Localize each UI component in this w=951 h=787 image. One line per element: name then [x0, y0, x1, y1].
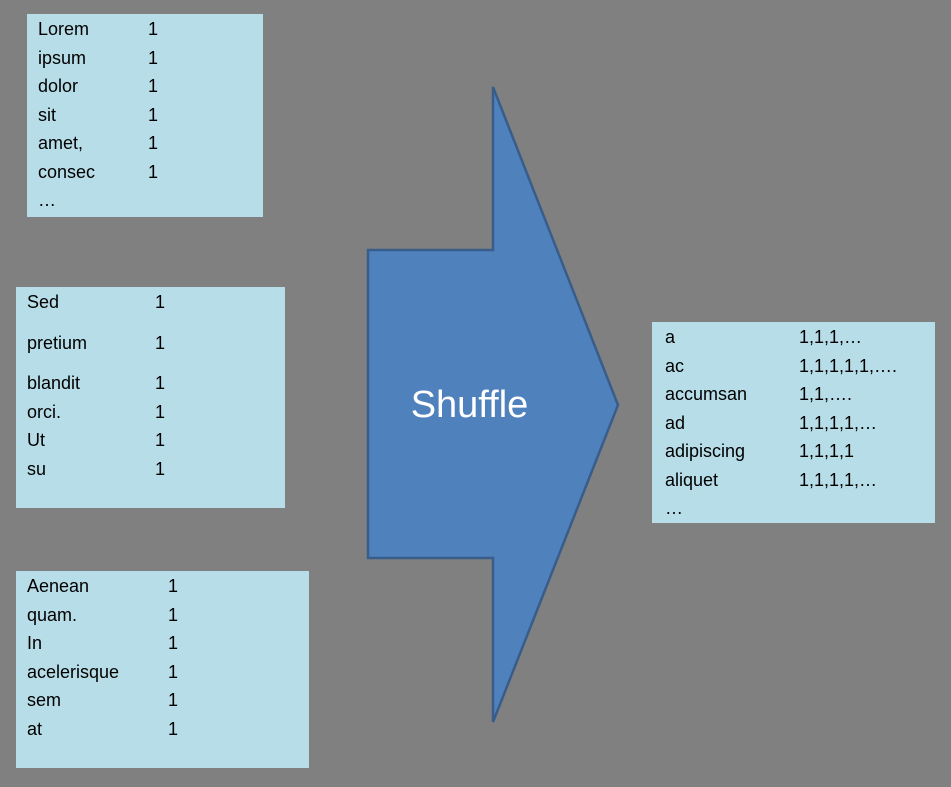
word-count-row: blandit 1: [27, 369, 285, 398]
word-count-row: Lorem 1: [38, 15, 263, 44]
count-value: 1,1,1,1: [799, 441, 855, 461]
word-count-row: ad 1,1,1,1,…: [665, 409, 935, 438]
word-count-row: Ut 1: [27, 426, 285, 455]
word-label: Sed: [27, 292, 60, 312]
count-value: 1: [148, 19, 159, 39]
count-value: 1: [155, 292, 166, 312]
count-value: 1: [148, 104, 159, 125]
count-value: 1: [148, 133, 159, 153]
word-count-row: orci. 1: [27, 398, 285, 427]
word-count-row: at 1: [27, 715, 309, 744]
count-value: 1,1,1,1,…: [799, 469, 878, 490]
count-value: 1: [155, 401, 166, 422]
count-value: 1: [155, 373, 166, 393]
count-value: 1: [168, 633, 179, 653]
word-label: at: [27, 718, 43, 739]
word-label: accumsan: [665, 384, 748, 404]
count-value: 1: [168, 718, 179, 739]
word-label: quam.: [27, 604, 78, 625]
count-value: 1: [168, 604, 179, 625]
word-count-row: dolor 1: [38, 72, 263, 101]
word-count-box-2: Sed 1 pretium 1 blandit 1 orci. 1 Ut 1 su 1: [16, 287, 285, 508]
word-label: ipsum: [38, 47, 87, 68]
word-label: …: [38, 190, 56, 210]
word-label: …: [665, 498, 683, 518]
word-label: ad: [665, 412, 686, 433]
word-label: ac: [665, 355, 685, 376]
word-label: amet,: [38, 133, 84, 153]
word-count-row: quam. 1: [27, 601, 309, 630]
count-value: 1: [148, 76, 159, 96]
word-label: a: [665, 327, 676, 347]
word-label: In: [27, 633, 43, 653]
count-value: 1,1,1,1,1,….: [799, 355, 898, 376]
shuffle-arrow: [366, 86, 620, 723]
count-value: 1,1,1,…: [799, 327, 863, 347]
count-value: 1: [148, 161, 159, 182]
word-label: adipiscing: [665, 441, 746, 461]
count-value: 1,1,….: [799, 384, 853, 404]
word-label: orci.: [27, 401, 62, 422]
count-value: 1: [168, 690, 179, 710]
word-label: su: [27, 458, 47, 479]
count-value: 1,1,1,1,…: [799, 412, 878, 433]
word-count-row: accumsan 1,1,….: [665, 380, 935, 409]
word-label: sit: [38, 104, 56, 125]
word-count-row: ipsum 1: [38, 44, 263, 73]
word-label: aliquet: [665, 469, 719, 490]
word-count-row: su 1: [27, 455, 285, 484]
count-value: 1: [155, 332, 166, 353]
word-count-row: sit 1: [38, 101, 263, 130]
word-label: consec: [38, 161, 96, 182]
word-count-row: In 1: [27, 629, 309, 658]
count-value: 1: [155, 458, 166, 479]
word-count-box-1: Lorem 1 ipsum 1 dolor 1 sit 1 amet, 1 consec 1…: [27, 14, 263, 217]
word-count-row: a 1,1,1,…: [665, 323, 935, 352]
word-label: blandit: [27, 373, 81, 393]
word-label: acelerisque: [27, 661, 120, 682]
word-count-box-3: Aenean 1 quam. 1 In 1 acelerisque 1 sem 1 at 1: [16, 571, 309, 768]
word-count-row: aliquet 1,1,1,1,…: [665, 466, 935, 495]
word-label: Aenean: [27, 576, 90, 596]
word-label: Lorem: [38, 19, 90, 39]
right-arrow-shape: [366, 86, 620, 723]
word-count-row: Aenean 1: [27, 572, 309, 601]
count-value: 1: [168, 661, 179, 682]
word-label: sem: [27, 690, 62, 710]
count-value: 1: [168, 576, 179, 596]
word-count-row: adipiscing 1,1,1,1: [665, 437, 935, 466]
word-label: pretium: [27, 332, 88, 353]
shuffle-label: Shuffle: [410, 384, 529, 426]
count-value: 1: [148, 47, 159, 68]
word-label: dolor: [38, 76, 79, 96]
count-value: 1: [155, 430, 166, 450]
shuffle-output-box: a 1,1,1,… ac 1,1,1,1,1,…. accumsan 1,1,…. a…: [652, 322, 935, 523]
word-label: Ut: [27, 430, 45, 450]
word-count-row: acelerisque 1: [27, 658, 309, 687]
word-count-row: pretium 1: [27, 329, 285, 358]
word-count-row: sem 1: [27, 686, 309, 715]
word-count-row: consec 1: [38, 158, 263, 187]
ellipsis-row: …: [38, 186, 263, 215]
word-count-row: ac 1,1,1,1,1,….: [665, 352, 935, 381]
word-count-row: Sed 1: [27, 288, 285, 317]
word-count-row: amet, 1: [38, 129, 263, 158]
ellipsis-row: …: [665, 494, 935, 523]
